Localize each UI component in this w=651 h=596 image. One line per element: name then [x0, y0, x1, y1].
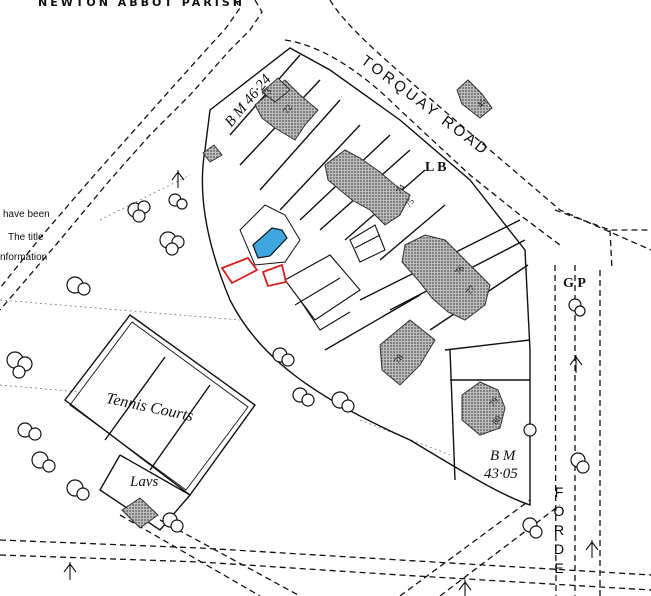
forde-letter: F [554, 484, 564, 500]
survey-lines [0, 174, 451, 456]
property-outline [239, 204, 301, 266]
letter-box-mark: L B [425, 160, 447, 175]
red-boundaries [220, 256, 288, 288]
benchmark-bottom-line1: B M [490, 448, 516, 464]
side-text-line: have been [3, 209, 50, 220]
conifer-symbols [63, 170, 599, 596]
forde-letter: O [553, 503, 565, 519]
forde-letter: E [554, 560, 564, 576]
parish-label: NEWTON ABBOT PARISH [38, 0, 245, 9]
forde-road-label: F O R D E [551, 483, 567, 578]
trees [6, 193, 590, 539]
tennis-courts [64, 314, 256, 531]
forde-letter: R [553, 522, 565, 538]
guide-post-mark: G P [563, 276, 586, 291]
lavs-label: Lavs [130, 474, 159, 490]
buildings [121, 77, 506, 529]
benchmark-bottom-line2: 43·05 [484, 466, 518, 482]
highlighted-property [252, 227, 288, 259]
garages [284, 224, 386, 331]
side-text-line: The title [8, 232, 44, 243]
forde-letter: D [553, 541, 565, 557]
side-text-line: nformation [0, 252, 48, 263]
